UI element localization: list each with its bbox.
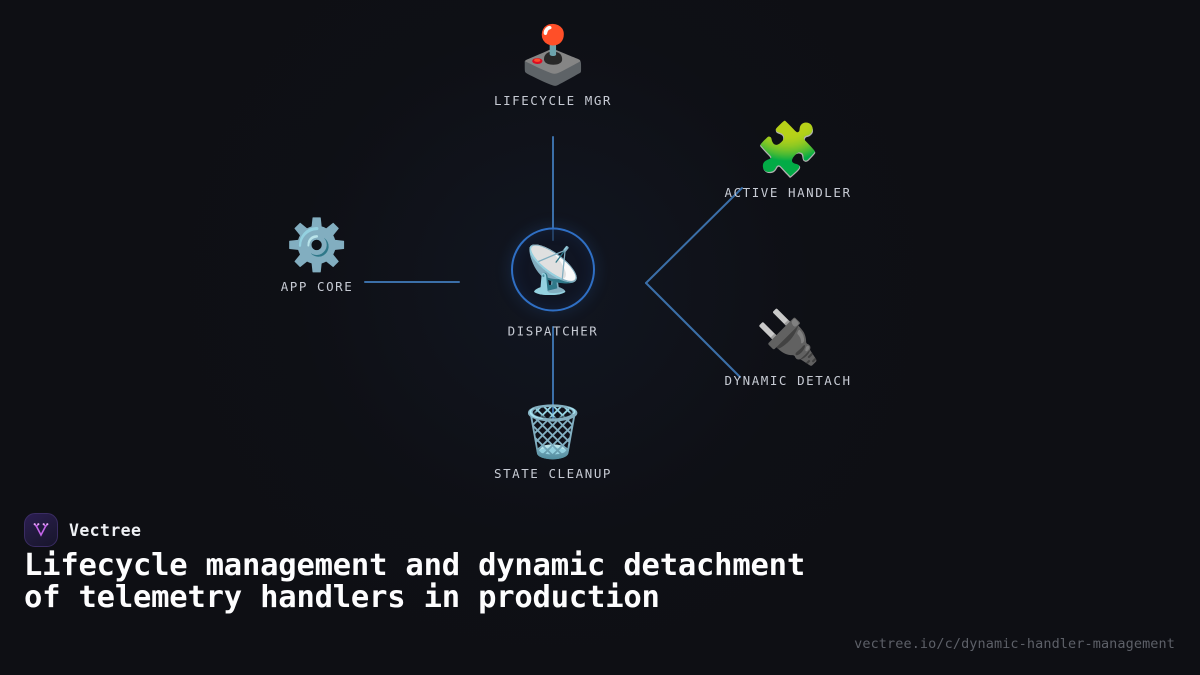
graph-node-detach[interactable]: 🔌DYNAMIC DETACH <box>668 312 908 388</box>
puzzle-piece-icon: 🧩 <box>755 120 821 180</box>
electric-plug-icon: 🔌 <box>755 308 821 368</box>
vectree-tree-logo <box>24 513 58 547</box>
joystick-icon: 🕹️ <box>518 23 588 88</box>
gear-icon: ⚙️ <box>285 216 349 274</box>
graph-node-label-active: ACTIVE HANDLER <box>724 185 852 200</box>
graph-node-label-appcore: APP CORE <box>280 279 354 294</box>
graph-node-label-dispatcher: DISPATCHER <box>507 323 599 339</box>
footer-bar: Vectree Lifecycle management and dynamic… <box>0 500 1200 675</box>
edge-dispatcher-active <box>645 187 743 284</box>
brand: Vectree <box>24 513 141 547</box>
graph-node-label-lifecycle: LIFECYCLE MGR <box>494 93 612 108</box>
source-url: vectree.io/c/dynamic-handler-management <box>854 636 1175 652</box>
graph-node-cleanup[interactable]: 🗑️STATE CLEANUP <box>433 407 673 481</box>
graph-node-label-cleanup: STATE CLEANUP <box>494 466 612 481</box>
graph-node-dispatcher[interactable]: 📡 DISPATCHER <box>433 227 673 339</box>
graph-node-active[interactable]: 🧩ACTIVE HANDLER <box>668 124 908 200</box>
graph-node-appcore[interactable]: ⚙️APP CORE <box>197 220 437 294</box>
wastebasket-icon: 🗑️ <box>521 403 585 461</box>
graph-node-lifecycle[interactable]: 🕹️ LIFECYCLE MGR <box>433 23 673 109</box>
page-title: Lifecycle management and dynamic detachm… <box>24 548 805 615</box>
graph-node-label-detach: DYNAMIC DETACH <box>724 373 852 388</box>
satellite-dish-icon: 📡 <box>511 227 595 312</box>
brand-name: Vectree <box>69 520 142 540</box>
edge-dispatcher-detach <box>645 282 741 378</box>
